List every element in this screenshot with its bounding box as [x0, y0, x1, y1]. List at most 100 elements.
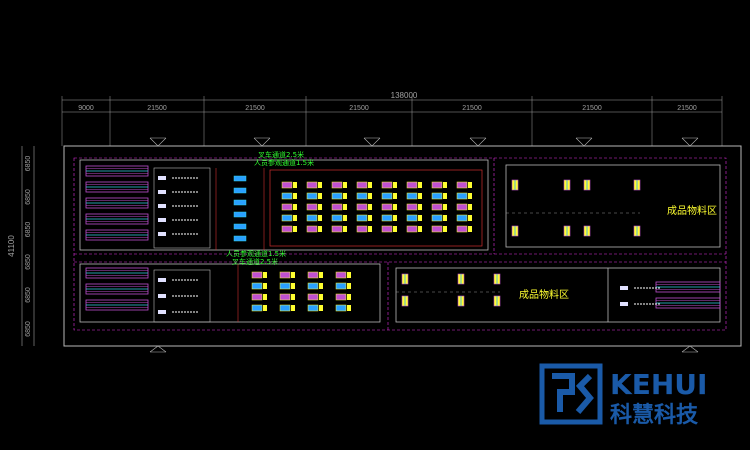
- machine: [406, 181, 418, 189]
- finished-goods-label-lower: 成品物料区: [519, 288, 569, 301]
- machine: [431, 225, 443, 233]
- lower-aisle-label-forklift: 叉车通道2.5米: [232, 257, 278, 266]
- machine-panel: [293, 204, 297, 210]
- machine-panel: [318, 215, 322, 221]
- shelf-marker: [158, 232, 166, 236]
- machine: [331, 192, 343, 200]
- machine: [431, 192, 443, 200]
- logo-brand-text: KEHUI: [610, 368, 707, 401]
- machine: [381, 181, 393, 189]
- kehui-logo: KEHUI 科慧科技: [538, 358, 738, 430]
- machine: [306, 181, 318, 189]
- machine-panel: [263, 272, 267, 278]
- machine-panel: [468, 204, 472, 210]
- machine: [431, 203, 443, 211]
- logo-subtitle-text: 科慧科技: [610, 403, 699, 428]
- upper-aisle-label-visitor: 人员参观通道1.5米: [254, 158, 314, 167]
- machine-panel: [293, 226, 297, 232]
- machine-panel: [468, 193, 472, 199]
- column-marker: [149, 137, 167, 147]
- machine: [251, 282, 263, 290]
- machine-panel: [418, 215, 422, 221]
- shelf-marker: [158, 294, 166, 298]
- machine: [431, 214, 443, 222]
- shelf-area: [153, 167, 211, 249]
- machine: [306, 203, 318, 211]
- machine-panel: [368, 193, 372, 199]
- conveyor-unit: [233, 235, 247, 242]
- shelf-marker: [158, 190, 166, 194]
- machine: [331, 203, 343, 211]
- upper-finished-goods-zone: [505, 164, 721, 248]
- machine: [456, 214, 468, 222]
- machine-panel: [319, 305, 323, 311]
- machine: [356, 214, 368, 222]
- lower-production-area: [79, 263, 381, 323]
- machine-panel: [291, 294, 295, 300]
- machine: [356, 192, 368, 200]
- machine-panel: [293, 182, 297, 188]
- shelf-area: [153, 269, 211, 323]
- machine: [307, 304, 319, 312]
- machine-panel: [347, 272, 351, 278]
- machine: [335, 304, 347, 312]
- machine-panel: [443, 193, 447, 199]
- machine-panel: [443, 204, 447, 210]
- machine: [279, 293, 291, 301]
- machine: [306, 225, 318, 233]
- machine: [406, 225, 418, 233]
- lower-aisle-label-visitor: 人员参观通道1.5米: [226, 249, 286, 258]
- machine: [381, 225, 393, 233]
- total-dimension: 138000: [391, 91, 418, 100]
- machine-panel: [368, 182, 372, 188]
- machine: [431, 181, 443, 189]
- machine: [456, 181, 468, 189]
- machine: [381, 214, 393, 222]
- machine-panel: [319, 283, 323, 289]
- machine: [306, 192, 318, 200]
- machine: [251, 293, 263, 301]
- machine-panel: [393, 182, 397, 188]
- machine: [331, 225, 343, 233]
- production-cell-boundary: [269, 169, 483, 247]
- column-marker: [681, 345, 699, 353]
- column-marker: [681, 137, 699, 147]
- machine: [281, 203, 293, 211]
- left-dimension-label: 6850: [25, 254, 32, 270]
- machine: [251, 271, 263, 279]
- machine: [381, 203, 393, 211]
- left-dimension-label: 6850: [25, 189, 32, 205]
- left-dimension-label: 6850: [25, 287, 32, 303]
- machine: [356, 181, 368, 189]
- machine-panel: [319, 294, 323, 300]
- machine-panel: [347, 294, 351, 300]
- machine-panel: [318, 204, 322, 210]
- machine-panel: [418, 182, 422, 188]
- machine-panel: [347, 283, 351, 289]
- machine-cells: [74, 158, 726, 330]
- upper-aisle-label-forklift: 叉车通道2.5米: [258, 150, 304, 159]
- machine: [381, 192, 393, 200]
- column-marker: [149, 345, 167, 353]
- machine-panel: [291, 283, 295, 289]
- machine: [281, 214, 293, 222]
- machine: [335, 271, 347, 279]
- top-dimension-label: 21500: [677, 105, 697, 112]
- machine: [307, 293, 319, 301]
- column-marker: [363, 137, 381, 147]
- storage-racks: [85, 165, 721, 323]
- machine: [406, 192, 418, 200]
- machine: [406, 203, 418, 211]
- conveyor-unit: [233, 199, 247, 206]
- machine-panel: [468, 182, 472, 188]
- conveyor-unit: [233, 187, 247, 194]
- machine: [331, 181, 343, 189]
- machine: [331, 214, 343, 222]
- machine-panel: [293, 193, 297, 199]
- machine-panel: [393, 193, 397, 199]
- machine-panel: [443, 226, 447, 232]
- machine-panel: [263, 294, 267, 300]
- building-outline: [63, 145, 742, 347]
- machine-panel: [263, 283, 267, 289]
